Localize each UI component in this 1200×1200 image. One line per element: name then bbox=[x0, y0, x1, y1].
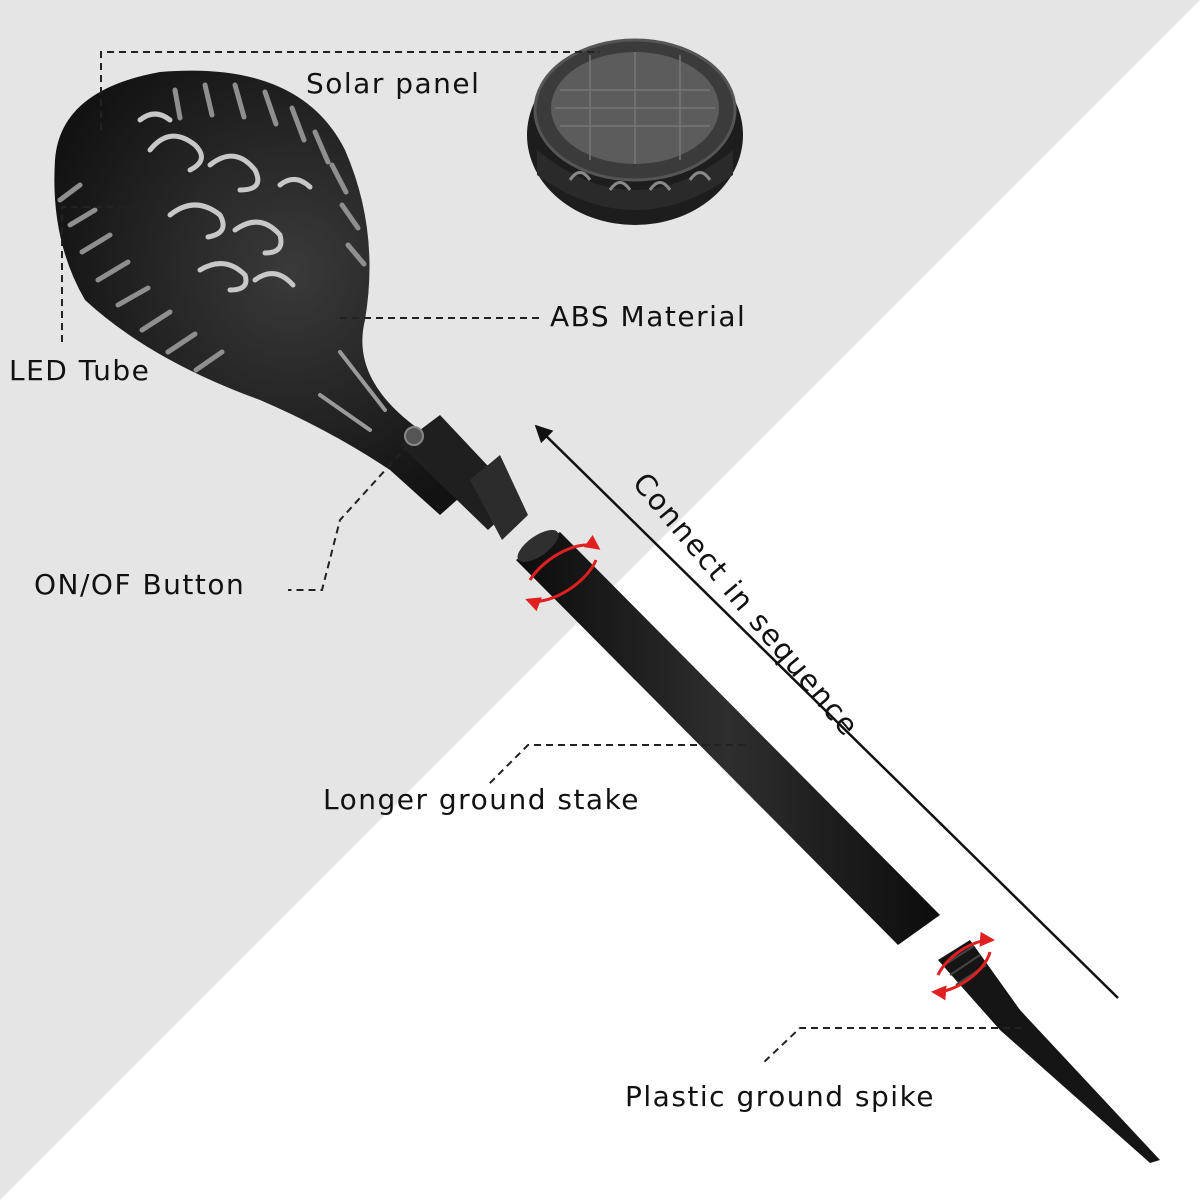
torch-head bbox=[54, 70, 528, 540]
ground-stake-pole bbox=[516, 529, 940, 945]
label-plastic-ground-spike: Plastic ground spike bbox=[625, 1080, 936, 1113]
leader-solar-panel bbox=[100, 51, 600, 130]
leader-led-tube bbox=[61, 206, 150, 342]
rotation-arrow-top bbox=[525, 534, 601, 612]
power-button bbox=[404, 426, 424, 446]
solar-panel-image bbox=[527, 38, 743, 225]
label-longer-ground-stake: Longer ground stake bbox=[323, 783, 641, 816]
rotation-arrow-bottom bbox=[931, 931, 995, 1001]
leader-on-off-button bbox=[288, 444, 409, 591]
sequence-arrow bbox=[534, 424, 1119, 999]
label-on-off-button: ON/OF Button bbox=[34, 568, 246, 601]
label-led-tube: LED Tube bbox=[9, 354, 151, 387]
label-abs-material: ABS Material bbox=[550, 300, 747, 333]
leader-longer-stake bbox=[487, 744, 745, 786]
label-solar-panel: Solar panel bbox=[306, 67, 481, 100]
leader-ground-spike bbox=[761, 1027, 1022, 1065]
